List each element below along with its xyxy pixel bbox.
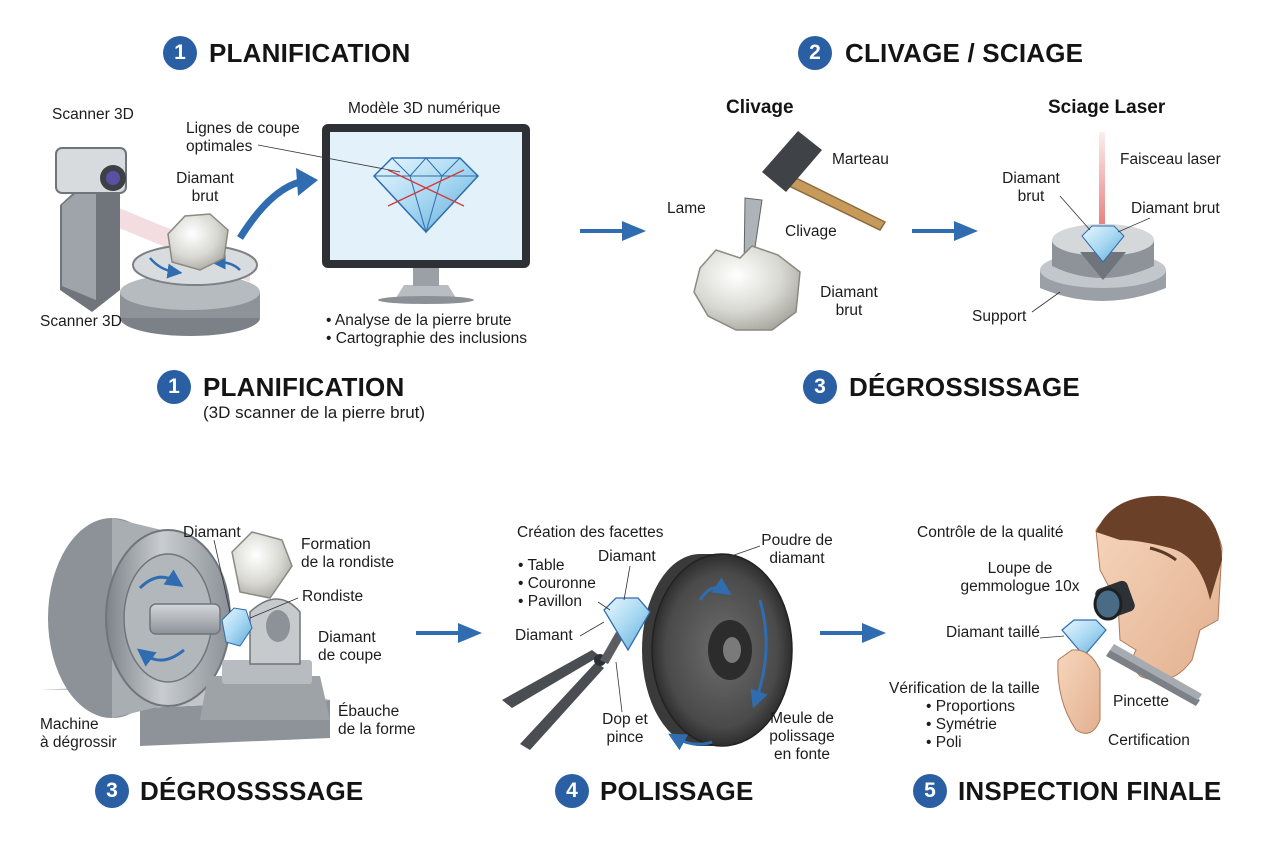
- rough-diamond-icon: [693, 245, 801, 331]
- facet-list: • Table• Couronne• Pavillon: [518, 557, 596, 610]
- label-support: Support: [972, 308, 1027, 325]
- label-cut-diamond: Diamant taillé: [946, 624, 1040, 641]
- analysis-list: • Analyse de la pierre brute• Cartograph…: [326, 312, 528, 347]
- step-title: CLIVAGE / SCIAGE: [845, 38, 1084, 68]
- polishing-wheel-icon: [642, 553, 793, 751]
- rough-diamond-icon: [1081, 225, 1125, 263]
- tweezers-icon: [1106, 644, 1202, 706]
- step-subtitle: (3D scanner de la pierre brut): [203, 403, 426, 422]
- scanner-icon: [55, 147, 260, 336]
- label-diamond: Diamant: [183, 524, 241, 541]
- step-title: DÉGROSSISSAGE: [849, 372, 1080, 402]
- label-diamond-left: Diamant: [515, 627, 573, 644]
- label-diamond-top: Diamant: [598, 548, 656, 565]
- label-blade: Lame: [667, 200, 706, 217]
- label-rough-diamond-right: Diamant brut: [1131, 200, 1220, 217]
- label-cleavage: Clivage: [785, 223, 837, 240]
- label-laser-beam: Faisceau laser: [1120, 151, 1221, 168]
- step-title: POLISSAGE: [600, 776, 754, 806]
- label-tweezers: Pincette: [1113, 693, 1170, 710]
- check-list: • Proportions• Symétrie• Poli: [926, 698, 1015, 751]
- loupe-icon: [1093, 580, 1135, 621]
- label-clivage-title: Clivage: [726, 97, 794, 118]
- arrow-icon: [458, 623, 482, 643]
- step-title: PLANIFICATION: [203, 372, 405, 402]
- label-facet-creation: Création des facettes: [517, 524, 664, 541]
- arrow-icon: [237, 178, 302, 240]
- step-badge: 2: [798, 36, 832, 70]
- label-scanner-bottom: Scanner 3D: [40, 313, 122, 330]
- arrow-icon: [296, 168, 318, 196]
- label-girdle: Rondiste: [302, 588, 364, 605]
- laser-icon: [1099, 132, 1105, 244]
- hammer-icon: [762, 131, 887, 231]
- rough-diamond-icon: [1061, 619, 1107, 657]
- step-badge: 3: [803, 370, 837, 404]
- pliers-icon: [502, 632, 624, 750]
- label-certification: Certification: [1108, 732, 1190, 749]
- step-badge: 4: [555, 774, 589, 808]
- rough-diamond-icon: [603, 597, 651, 652]
- label-laser-title: Sciage Laser: [1048, 97, 1166, 118]
- label-scanner-top: Scanner 3D: [52, 106, 134, 123]
- step-badge: 1: [163, 36, 197, 70]
- label-hammer: Marteau: [832, 151, 889, 168]
- arrow-icon: [862, 623, 886, 643]
- rough-diamond-icon: [221, 607, 253, 647]
- rough-diamond-icon: [167, 213, 229, 271]
- step-title: INSPECTION FINALE: [958, 776, 1222, 806]
- label-size-check: Vérification de la taille: [889, 680, 1040, 697]
- step-badge: 3: [95, 774, 129, 808]
- label-quality-control: Contrôle de la qualité: [917, 524, 1064, 541]
- monitor-icon: [322, 124, 530, 304]
- step-title: DÉGROSSSSAGE: [140, 776, 364, 806]
- rough-diamond-icon: [231, 531, 293, 599]
- arrow-icon: [622, 221, 646, 241]
- step-badge: 5: [913, 774, 947, 808]
- step-badge: 1: [157, 370, 191, 404]
- label-3d-model: Modèle 3D numérique: [348, 100, 501, 117]
- step-title: PLANIFICATION: [209, 38, 411, 68]
- grinding-machine-icon: [40, 518, 330, 746]
- arrow-icon: [954, 221, 978, 241]
